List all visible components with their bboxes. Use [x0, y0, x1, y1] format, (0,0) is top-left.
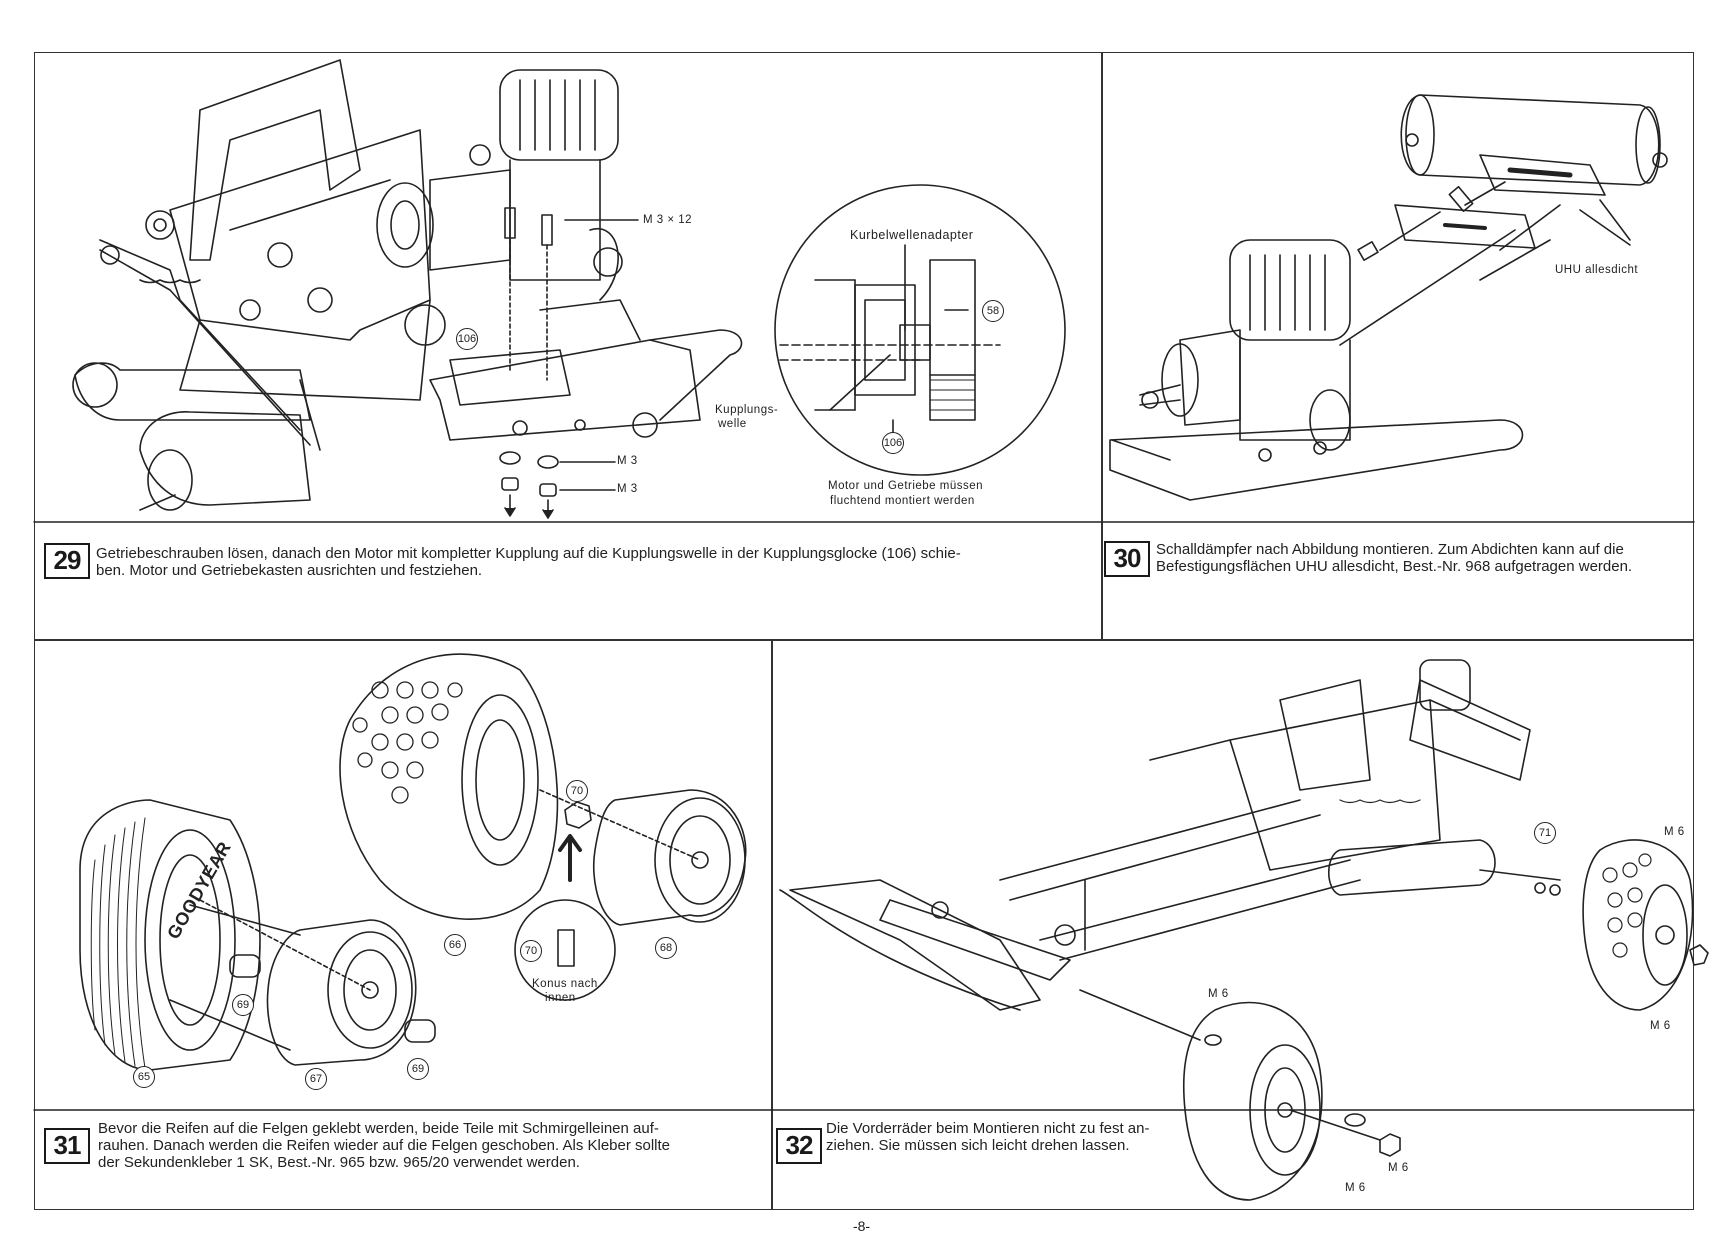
step-text-31-line1: Bevor die Reifen auf die Felgen geklebt …	[98, 1120, 659, 1137]
step-text-29-line1: Getriebeschrauben lösen, danach den Moto…	[96, 545, 961, 562]
ref-70-konus: 70	[520, 940, 542, 962]
label-m3-nut: M 3	[617, 483, 638, 495]
step-text-31-line2: rauhen. Danach werden die Reifen wieder …	[98, 1137, 671, 1154]
label-kupplungswelle-2: welle	[718, 418, 747, 430]
ref-68: 68	[655, 937, 677, 959]
label-m6-front-axle: M 6	[1208, 988, 1229, 1000]
ref-69-left: 69	[232, 994, 254, 1016]
label-kupplungswelle-1: Kupplungs-	[715, 404, 779, 416]
panel-step-30	[1102, 52, 1694, 640]
ref-106-bell: 106	[456, 328, 478, 350]
clutch-detail-circle	[774, 184, 1066, 476]
label-m3x12: M 3 × 12	[643, 214, 693, 226]
label-m6-front-nut: M 6	[1388, 1162, 1409, 1174]
step-badge-31: 31	[44, 1128, 90, 1164]
step-text-31-line3: der Sekundenkleber 1 SK, Best.-Nr. 965 b…	[98, 1154, 580, 1171]
step-badge-30: 30	[1104, 541, 1150, 577]
ref-67: 67	[305, 1068, 327, 1090]
ref-65: 65	[133, 1066, 155, 1088]
wheels-drawing-31	[79, 653, 747, 1071]
step-text-32-line2: ziehen. Sie müssen sich leicht drehen la…	[826, 1137, 1130, 1154]
ref-71: 71	[1534, 822, 1556, 844]
chassis-drawing-29	[72, 59, 743, 519]
label-kurbelwellenadapter: Kurbelwellenadapter	[850, 228, 974, 242]
ref-69-right: 69	[407, 1058, 429, 1080]
muffler-drawing-30	[1109, 94, 1668, 501]
step-badge-29: 29	[44, 543, 90, 579]
ref-70-top: 70	[566, 780, 588, 802]
step-text-29-line2: ben. Motor und Getriebekasten ausrichten…	[96, 562, 483, 579]
step-badge-32: 32	[776, 1128, 822, 1164]
panel-step-29	[34, 52, 1102, 640]
panel-step-32	[772, 640, 1694, 1210]
label-m6-rear-top: M 6	[1664, 826, 1685, 838]
label-m6-front-washer: M 6	[1345, 1182, 1366, 1194]
label-note-2: fluchtend montiert werden	[830, 495, 975, 507]
step-text-32-line1: Die Vorderräder beim Montieren nicht zu …	[826, 1120, 1150, 1137]
panel-step-31	[34, 640, 772, 1210]
label-konus-1: Konus nach	[532, 978, 598, 990]
ref-106-detail: 106	[882, 432, 904, 454]
ref-66: 66	[444, 934, 466, 956]
label-m3-washer: M 3	[617, 455, 638, 467]
step-text-30-line2: Befestigungsflächen UHU allesdicht, Best…	[1156, 558, 1633, 575]
car-drawing-32	[779, 659, 1709, 1201]
step-text-30-line1: Schalldämpfer nach Abbildung montieren. …	[1156, 541, 1624, 558]
label-m6-rear-bottom: M 6	[1650, 1020, 1671, 1032]
label-uhu: UHU allesdicht	[1555, 264, 1639, 276]
label-note-1: Motor und Getriebe müssen	[828, 480, 984, 492]
page-number: -8-	[852, 1218, 871, 1234]
ref-58: 58	[982, 300, 1004, 322]
label-konus-2: innen	[545, 992, 576, 1004]
